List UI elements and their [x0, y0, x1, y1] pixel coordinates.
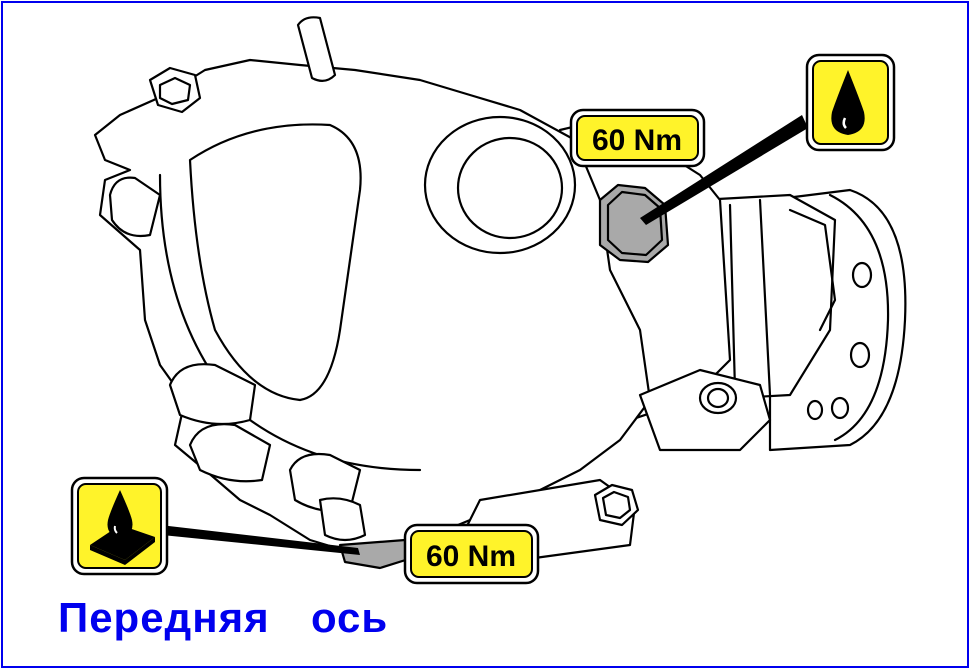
leader-top: [640, 115, 808, 225]
lower-right-bolt: [593, 483, 640, 527]
output-flange: [698, 188, 907, 452]
caption-front-axle: Передняя ось: [58, 594, 389, 641]
top-left-bolt: [148, 66, 202, 114]
leader-bottom: [160, 525, 360, 555]
input-port: [423, 115, 577, 255]
oil-drop-icon: [805, 53, 896, 152]
differential-housing: [93, 58, 652, 557]
torque-label-bottom: 60 Nm: [403, 523, 540, 585]
right-mount-ear: [638, 368, 772, 452]
drain-plug: [338, 538, 414, 570]
torque-label-top: 60 Nm: [569, 108, 706, 168]
fill-plug: [598, 183, 670, 264]
torque-value-bottom: 60 Nm: [426, 540, 516, 573]
torque-value-top: 60 Nm: [592, 124, 682, 157]
oil-drop-on-plate-icon: [70, 476, 169, 576]
vent-pipe: [296, 16, 337, 82]
